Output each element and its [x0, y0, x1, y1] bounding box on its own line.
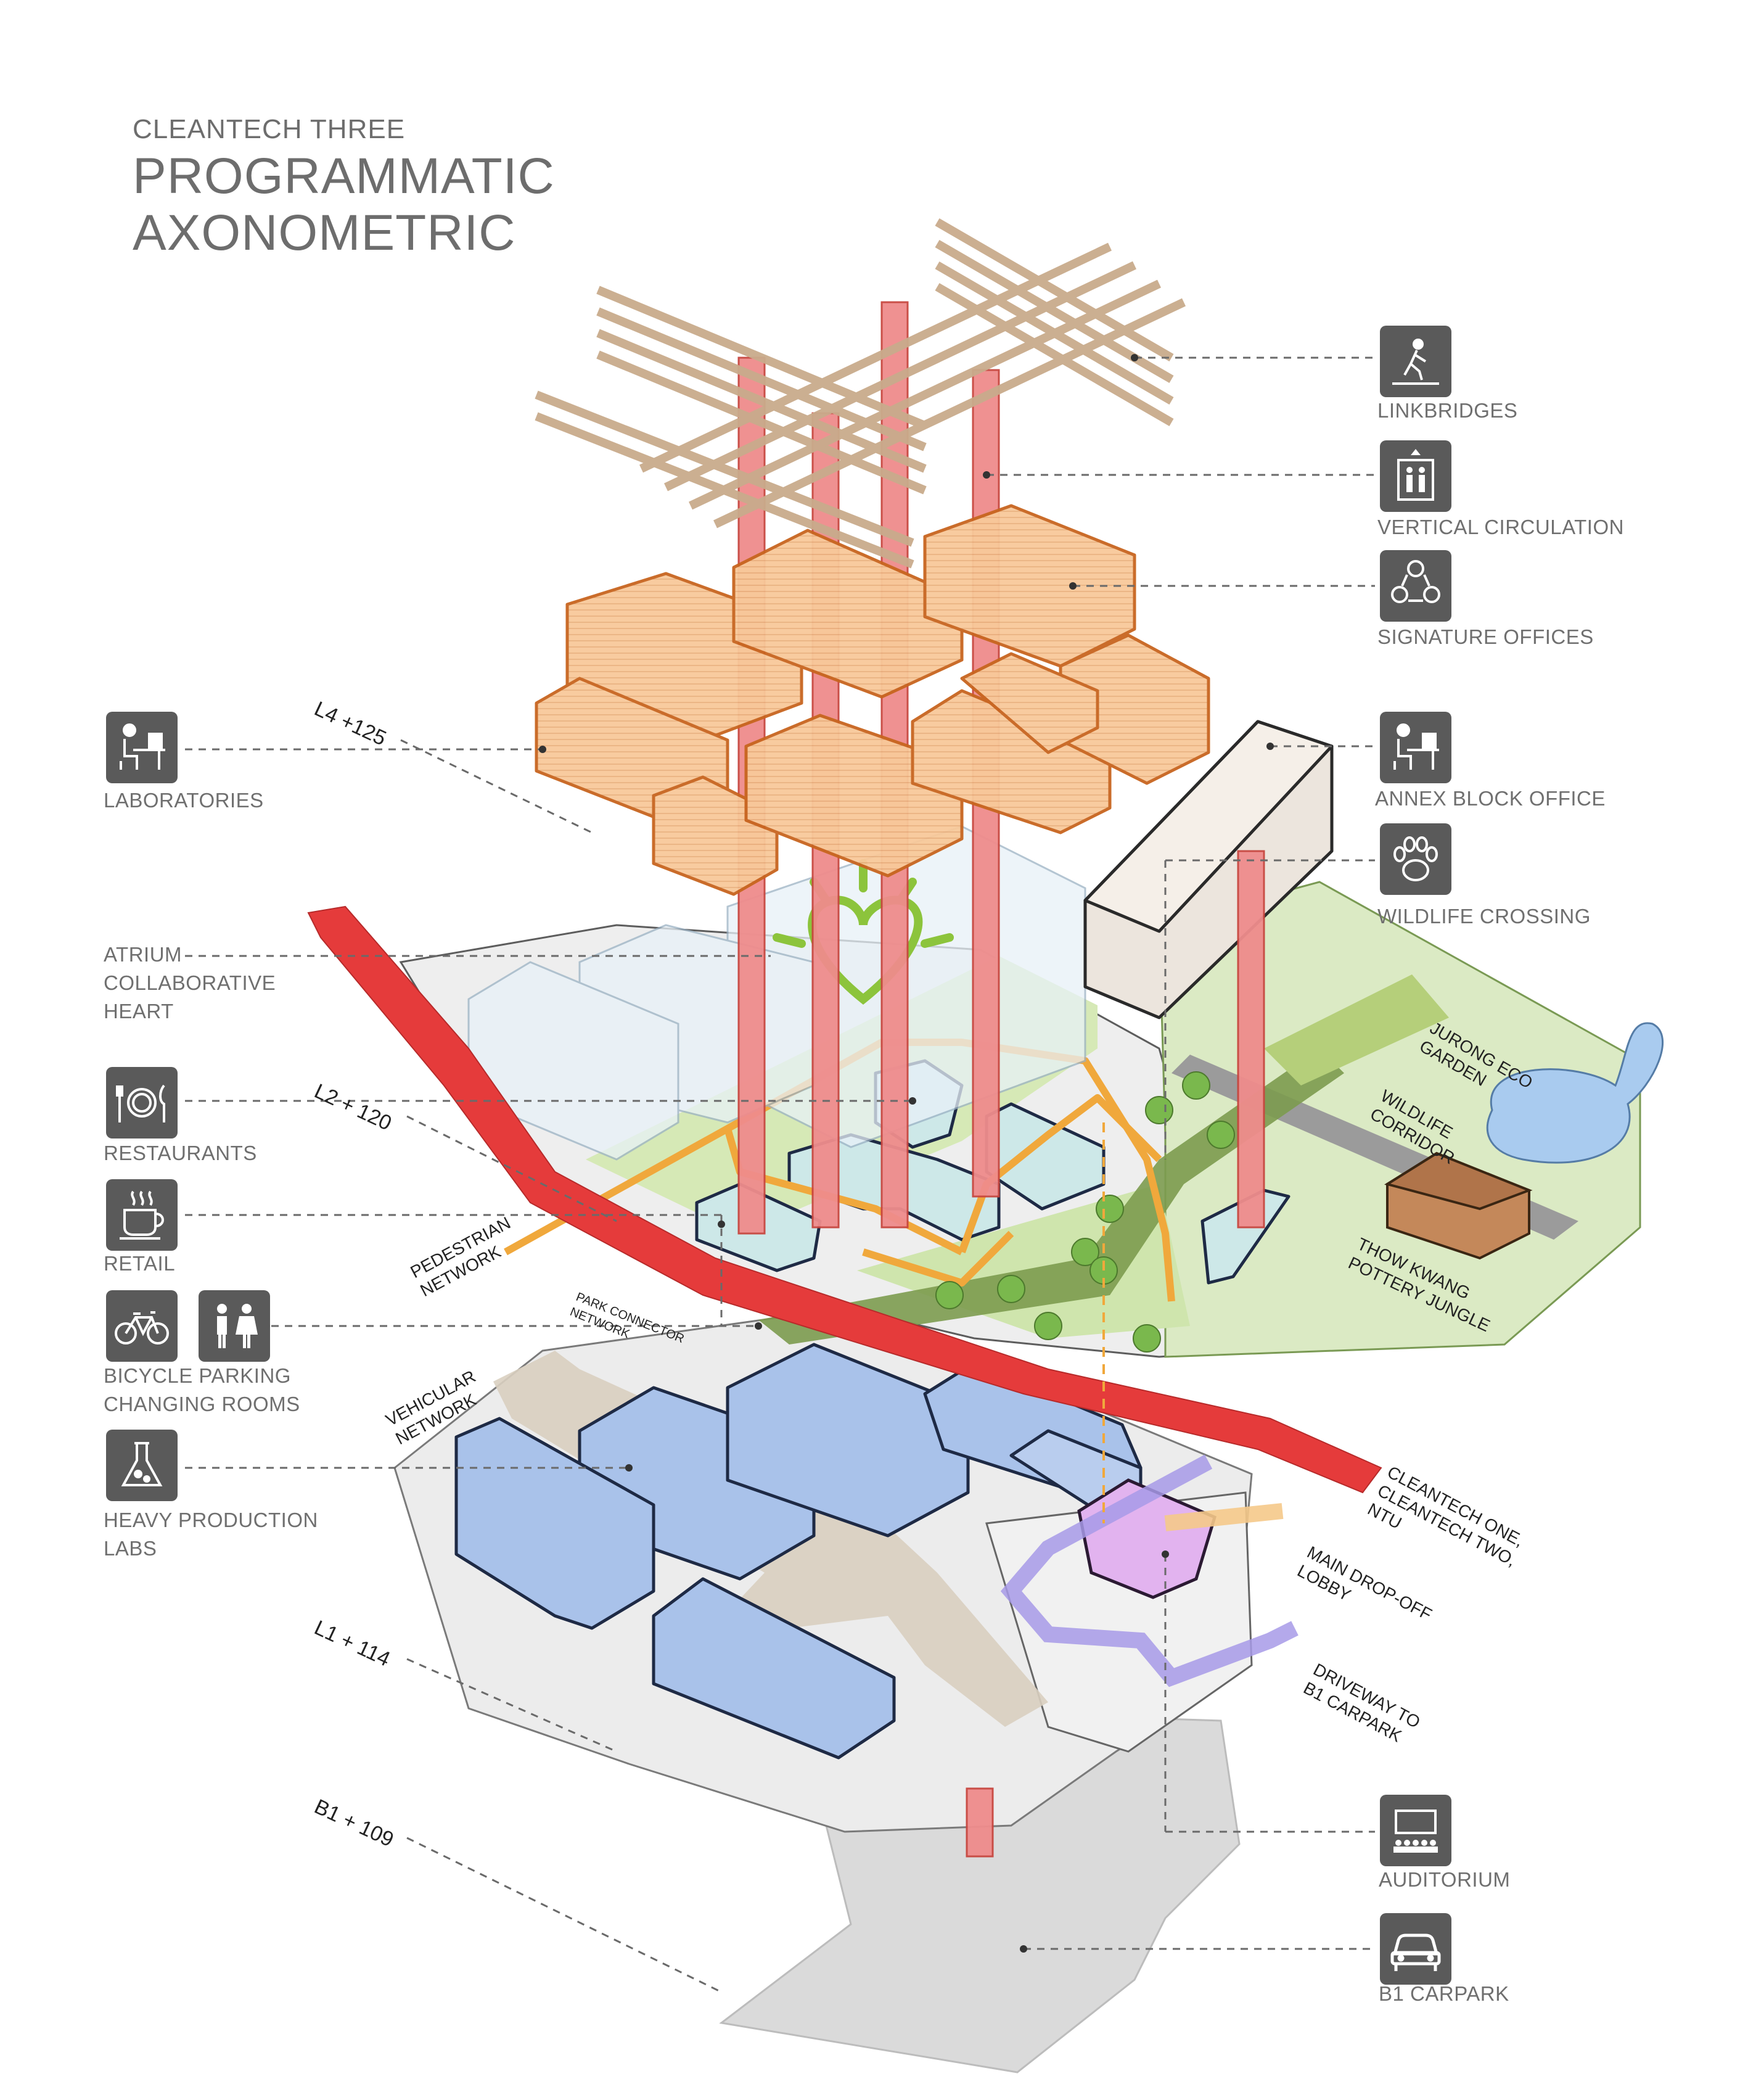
auditorium-label: AUDITORIUM — [1379, 1868, 1511, 1891]
pottery-house — [1384, 1151, 1533, 1260]
linkbridges — [535, 218, 1186, 569]
restroom-icon — [199, 1290, 270, 1362]
atrium-label: ATRIUM COLLABORATIVE HEART — [104, 941, 276, 1026]
pond — [1486, 1022, 1664, 1164]
atrium-line-3: HEART — [104, 1000, 174, 1023]
linkbridges-label: LINKBRIDGES — [1377, 399, 1518, 422]
bicycle-icon — [106, 1290, 178, 1362]
carpark-label: B1 CARPARK — [1379, 1982, 1509, 2005]
coffee-cup-icon — [106, 1179, 178, 1251]
title-line-1: PROGRAMMATIC — [133, 148, 555, 204]
auditorium-icon — [1380, 1795, 1451, 1866]
leader-dots — [539, 354, 1274, 1953]
retail-label: RETAIL — [104, 1252, 176, 1275]
annex-desk-icon — [1380, 712, 1451, 783]
bicycle-line-2: CHANGING ROOMS — [104, 1393, 300, 1415]
linkbridges-icon — [1380, 326, 1451, 397]
bicycle-parking-label: BICYCLE PARKING CHANGING ROOMS — [104, 1362, 300, 1419]
heavy-labs-line-2: LABS — [104, 1537, 157, 1560]
title-line-2: AXONOMETRIC — [133, 205, 516, 261]
signature-offices-stack — [535, 504, 1210, 896]
heavy-labs-label: HEAVY PRODUCTION LABS — [104, 1506, 318, 1563]
paw-print-icon — [1380, 823, 1451, 895]
wildlife-crossing-label: WILDLIFE CROSSING — [1377, 905, 1591, 928]
dropoff-route — [1164, 1503, 1284, 1531]
annex-block-office-label: ANNEX BLOCK OFFICE — [1375, 787, 1606, 810]
heavy-labs-line-1: HEAVY PRODUCTION — [104, 1509, 318, 1531]
elevator-icon — [1380, 440, 1451, 512]
diagram-subtitle: CLEANTECH THREE — [133, 114, 406, 144]
plate-cutlery-icon — [106, 1067, 178, 1139]
leader-lines — [185, 356, 1375, 1993]
diagram-title: PROGRAMMATIC AXONOMETRIC — [133, 148, 555, 261]
signature-offices-label: SIGNATURE OFFICES — [1377, 625, 1594, 648]
vertical-circulation-label: VERTICAL CIRCULATION — [1377, 516, 1624, 538]
bicycle-line-1: BICYCLE PARKING — [104, 1364, 291, 1387]
laboratories-label: LABORATORIES — [104, 789, 264, 812]
restaurants-label: RESTAURANTS — [104, 1142, 257, 1164]
jurong-strip — [1264, 974, 1449, 1085]
flask-icon — [106, 1430, 178, 1501]
park-connector-band — [307, 905, 1382, 1494]
driveway-route — [1000, 1454, 1299, 1687]
atrium-line-1: ATRIUM — [104, 943, 183, 966]
atrium-line-2: COLLABORATIVE — [104, 971, 276, 994]
people-network-icon — [1380, 550, 1451, 622]
laboratories-icon — [106, 712, 178, 783]
car-icon — [1380, 1913, 1451, 1985]
heavy-production-labs-blocks — [454, 1343, 1143, 1760]
